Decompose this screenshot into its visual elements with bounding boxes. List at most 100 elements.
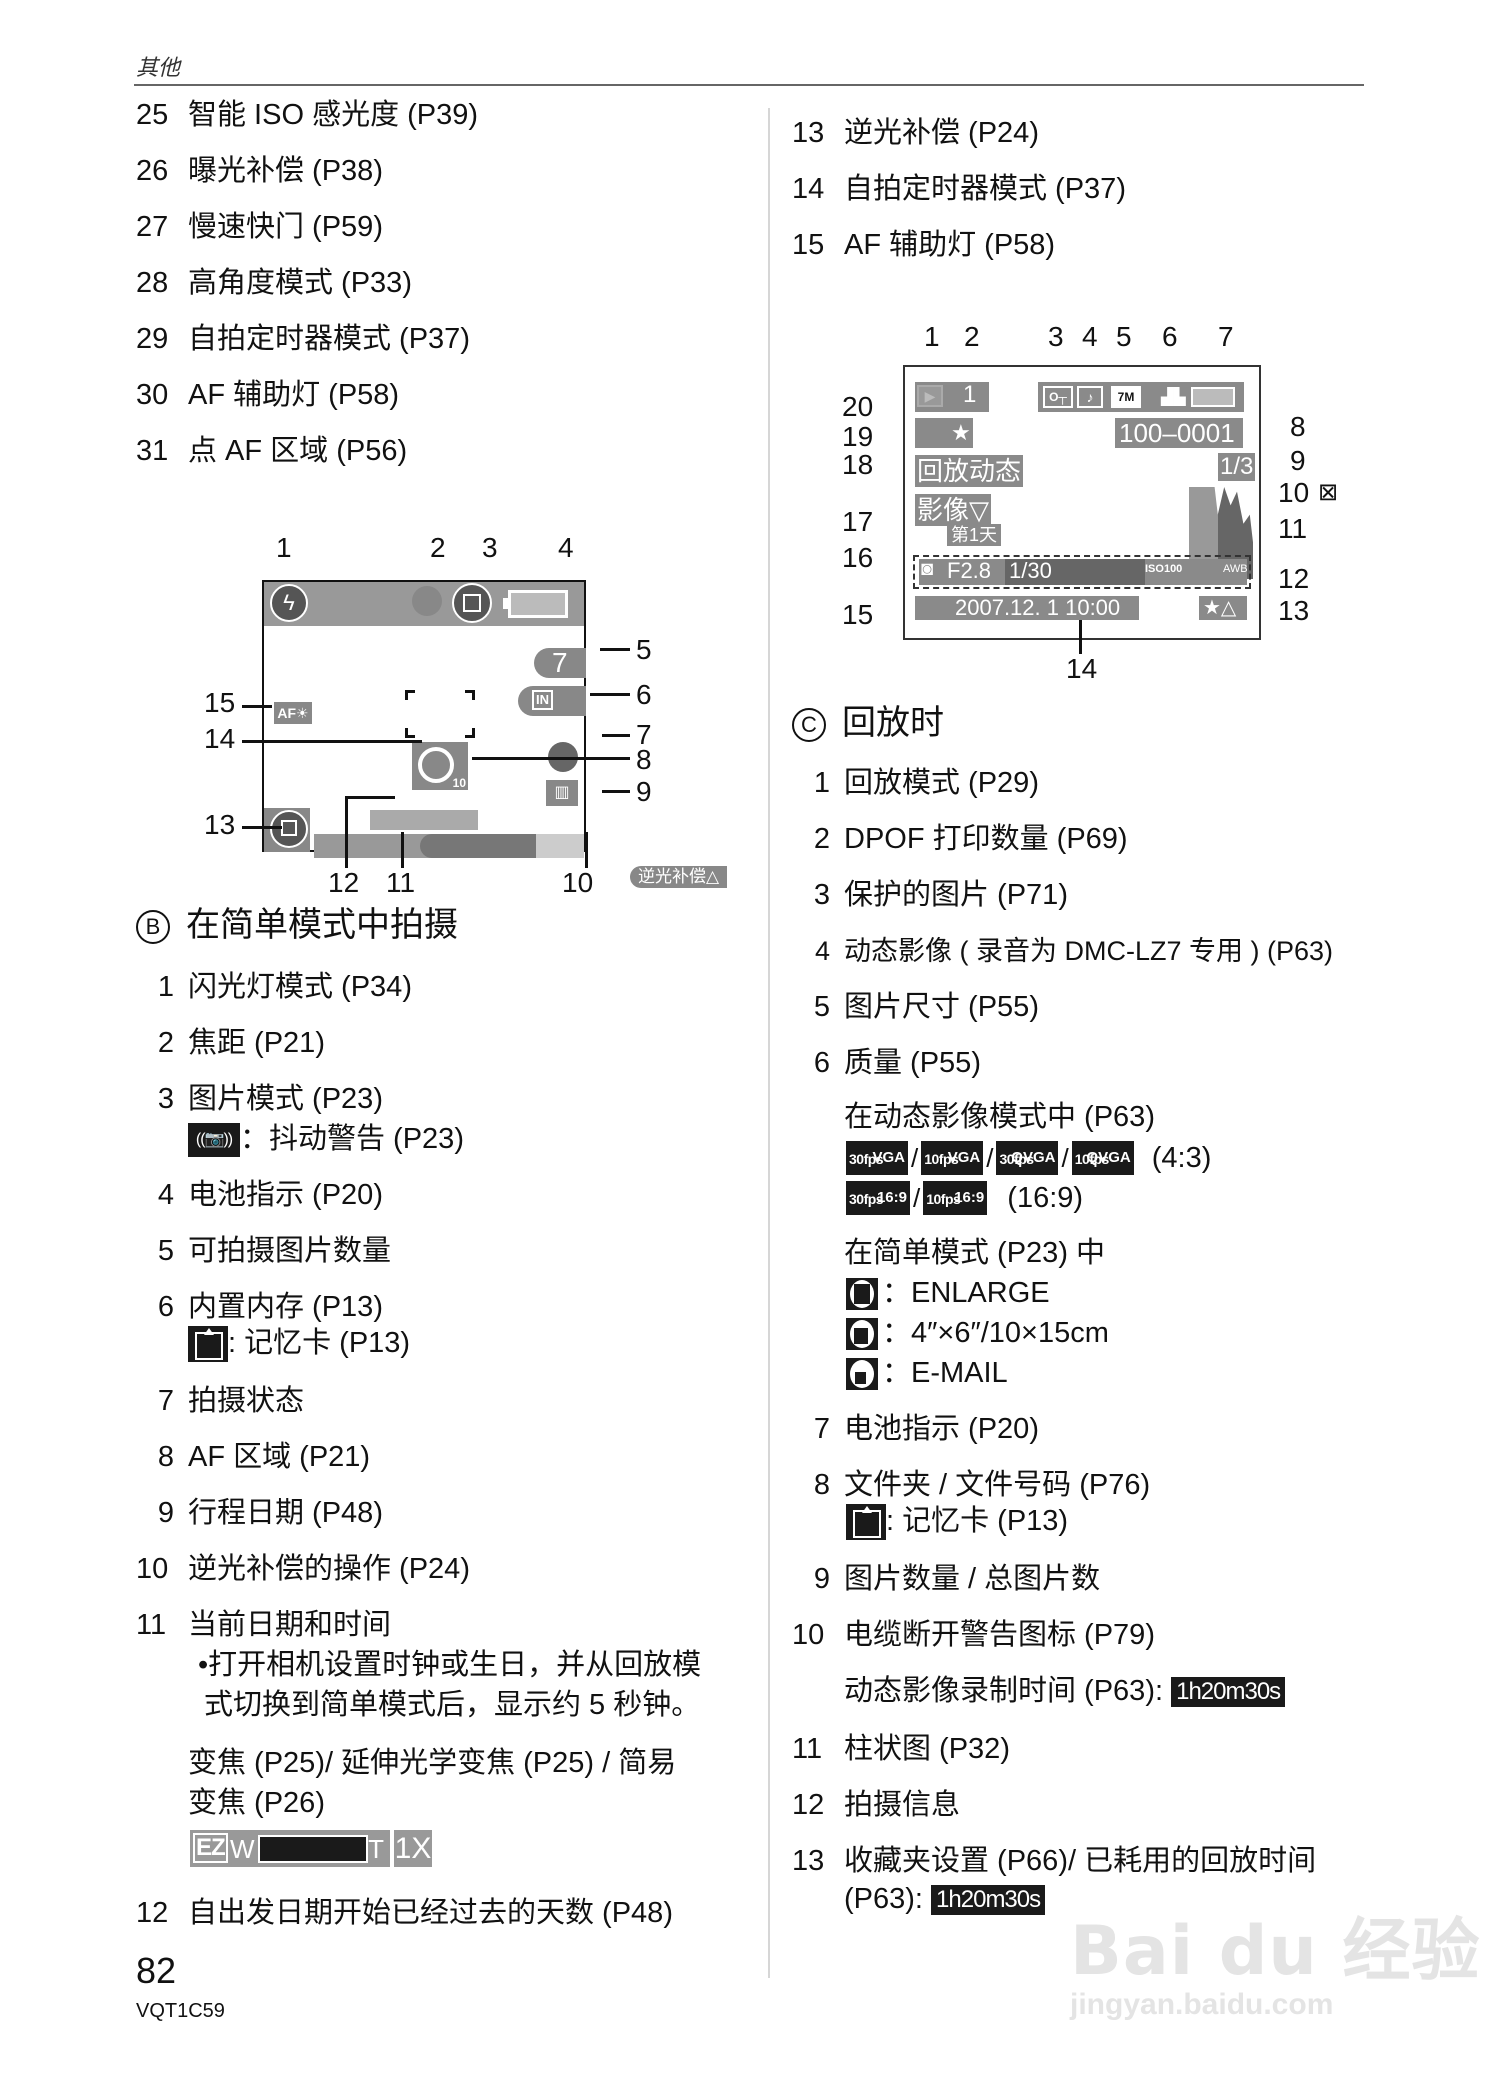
callout-12: 12 — [1278, 563, 1310, 594]
file-number: 100–0001 — [1115, 418, 1243, 448]
callout-8: 8 — [1290, 411, 1306, 442]
enlarge-option: ：ENLARGE — [846, 1276, 1050, 1311]
recording-info-bar — [913, 555, 1251, 589]
section-header-title: 其他 — [136, 56, 181, 81]
self-timer-icon: 10 — [412, 742, 468, 790]
list-subitem: : 记忆卡 (P13) — [188, 1326, 410, 1363]
callout-3: 3 — [482, 532, 498, 563]
zoom-note-cont: 变焦 (P26) — [188, 1787, 325, 1819]
picture-size-icon: 7M — [1111, 386, 1141, 408]
callout-5: 5 — [636, 634, 652, 665]
callout-6: 6 — [636, 679, 652, 710]
motion-record-time: 动态影像录制时间 (P63): 1h20m30s — [844, 1674, 1286, 1708]
picture-mode-icon — [452, 583, 492, 623]
flash-icon: ϟ — [270, 584, 308, 622]
travel-day: 第1天 — [947, 524, 1002, 546]
backlight-area — [536, 834, 584, 858]
camera-lcd-screen: ϟ 7 IN AF☀ 10 ▥ — [262, 580, 586, 858]
bullet-note-cont: 式切换到简单模式后，显示约 5 秒钟。 — [204, 1689, 701, 1721]
callout-15: 15 — [204, 687, 236, 718]
iso-value: ISO100 — [1145, 563, 1183, 575]
callout-15: 15 — [842, 599, 874, 630]
quality-icon: ▟▙ — [1161, 389, 1186, 406]
zoom-note: 变焦 (P25)/ 延伸光学变焦 (P25) / 简易 — [188, 1747, 677, 1779]
list-subitem: ((📷))：抖动警告 (P23) — [188, 1122, 464, 1158]
email-option: ：E-MAIL — [846, 1356, 1008, 1391]
callout-14: 14 — [204, 723, 236, 754]
callout-20: 20 — [842, 391, 874, 422]
af-area-frame — [405, 690, 475, 738]
shake-warning-icon: ((📷)) — [188, 1123, 240, 1158]
focus-distance-icon — [412, 586, 442, 616]
playback-lcd-screen: ▶ 1 O┬ ♪ 7M ▟▙ 100–0001 ★ 回放动态 1/3 影像▽ 第… — [903, 365, 1261, 640]
elapsed-days-bar — [370, 810, 478, 830]
callout-16: 16 — [842, 542, 874, 573]
callout-11: 11 — [386, 867, 416, 898]
callout-9: 9 — [1290, 445, 1306, 476]
battery-icon — [1191, 387, 1235, 407]
backlight-compensation-chip: 逆光补偿△ — [630, 866, 728, 888]
record-time-chip: 1h20m30s — [1171, 1677, 1286, 1708]
callout-9: 9 — [636, 776, 652, 807]
callout-5: 5 — [1116, 321, 1132, 352]
print-size-option: ：4″×6″/10×15cm — [846, 1316, 1109, 1351]
email-size-icon — [846, 1358, 878, 1391]
callout-4: 4 — [558, 532, 574, 563]
baidu-watermark: Bai du 经验 jingyan.baidu.com — [1070, 1912, 1481, 2021]
protect-icon: O┬ — [1043, 386, 1073, 408]
white-balance: AWB — [1223, 563, 1248, 575]
callout-4: 4 — [1082, 321, 1098, 352]
playback-motion-label-2: 影像▽ — [915, 494, 991, 526]
callout-13: 13 — [204, 809, 236, 840]
column-divider — [768, 108, 770, 1978]
callout-1: 1 — [924, 321, 940, 352]
shutter-speed: 1/30 — [1009, 558, 1052, 583]
callout-1: 1 — [276, 532, 292, 563]
print-size-icon — [846, 1318, 878, 1351]
elapsed-time-chip: 1h20m30s — [931, 1885, 1046, 1916]
list-subitem: : 记忆卡 (P13) — [846, 1504, 1068, 1541]
enlarge-icon — [846, 1278, 878, 1311]
callout-12: 12 — [328, 867, 360, 898]
callout-7: 7 — [636, 719, 652, 750]
motion-quality-heading: 在动态影像模式中 (P63) — [844, 1101, 1155, 1133]
callout-19: 19 — [842, 421, 874, 452]
audio-icon: ♪ — [1077, 386, 1103, 408]
battery-icon — [508, 590, 568, 618]
callout-8: 8 — [636, 744, 652, 775]
bullet-note: •打开相机设置时钟或生日，并从回放模 — [198, 1649, 702, 1681]
callout-18: 18 — [842, 449, 874, 480]
callout-2: 2 — [430, 532, 446, 563]
